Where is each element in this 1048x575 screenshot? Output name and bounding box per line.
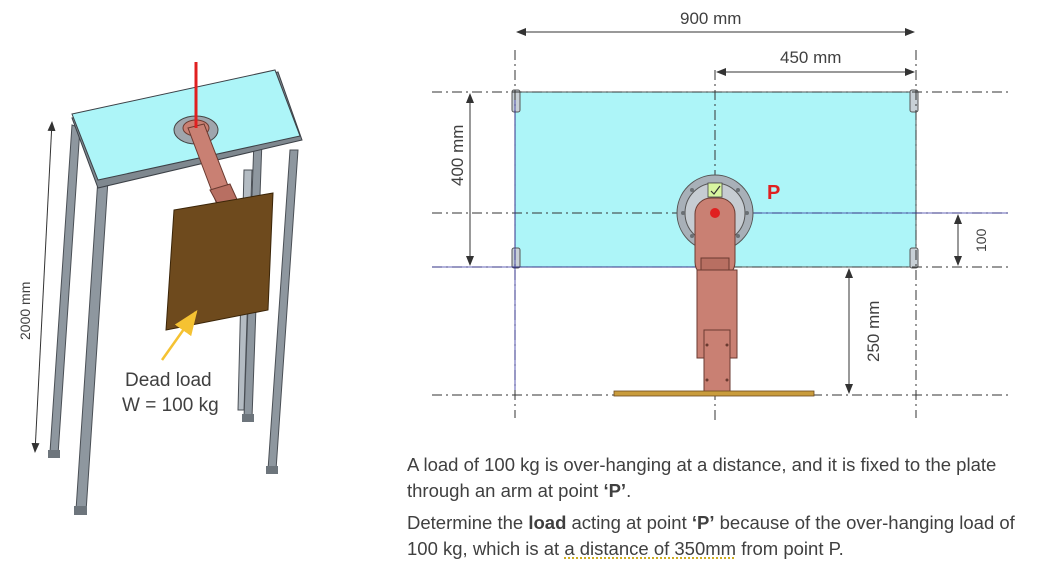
desc-distance: a distance of 350mm	[564, 538, 737, 559]
desc-text: Determine the	[407, 512, 529, 533]
blue-guides	[432, 100, 1008, 390]
desc-text: because of the over-hanging load of 100 …	[407, 512, 1015, 559]
desc-text: from point P.	[736, 538, 844, 559]
description-paragraph-1: A load of 100 kg is over-hanging at a di…	[407, 452, 1039, 504]
dead-load-label: Dead load	[125, 370, 212, 391]
height-label: 2000 mm	[17, 282, 33, 340]
point-p-label: P	[767, 182, 780, 204]
desc-text: acting at point	[566, 512, 692, 533]
desc-text: A load of 100 kg is over-hanging at a di…	[407, 454, 997, 501]
problem-description: A load of 100 kg is over-hanging at a di…	[407, 452, 1039, 568]
dim-400-label: 400 mm	[448, 125, 467, 186]
dim-450-label: 450 mm	[780, 48, 841, 67]
frame-feet	[48, 414, 278, 515]
plate-corners	[511, 89, 919, 269]
dead-load-plate	[165, 192, 274, 331]
top-view-diagram: 900 mm 450 mm 400 mm 100 250 mm P	[432, 9, 1010, 422]
dead-load-weight: W = 100 kg	[122, 395, 219, 416]
point-p-marker	[710, 208, 720, 218]
height-dimension-line	[31, 121, 56, 453]
desc-bold-load: load	[528, 512, 567, 533]
dead-load-arrow	[160, 309, 198, 361]
desc-point-ref: ‘P’	[691, 512, 715, 533]
check-icon	[707, 182, 723, 198]
desc-text: .	[626, 480, 632, 501]
load-plate	[613, 390, 815, 397]
frame-3d-figure: 2000 mm Dead load W = 100 kg	[17, 62, 303, 515]
desc-point-ref: ‘P’	[603, 480, 627, 501]
description-paragraph-2: Determine the load acting at point ‘P’ b…	[407, 510, 1039, 562]
dim-250-label: 250 mm	[864, 301, 883, 362]
dim-100-label: 100	[973, 228, 989, 252]
dim-900-label: 900 mm	[680, 9, 741, 28]
